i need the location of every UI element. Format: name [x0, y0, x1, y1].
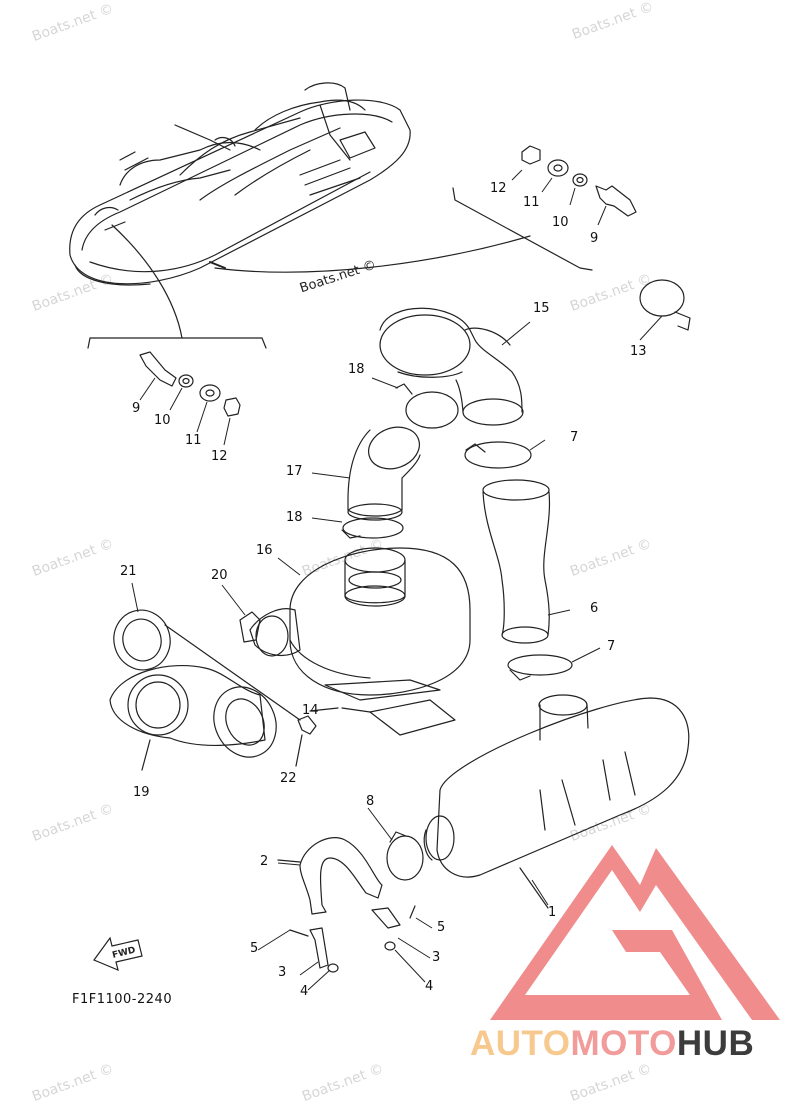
callout-9-left: 9 — [132, 401, 141, 416]
leader-bracket — [87, 337, 267, 349]
bolt-22 — [295, 715, 317, 767]
callout-4-right: 4 — [425, 979, 434, 994]
callout-7-upper: 7 — [570, 430, 579, 445]
callout-12-right: 12 — [490, 181, 507, 196]
callout-8: 8 — [366, 794, 375, 809]
callout-3-left: 3 — [278, 965, 287, 980]
callout-21: 21 — [120, 564, 137, 579]
callout-leaders — [131, 169, 663, 991]
gasket-14 — [309, 679, 456, 736]
water-box-16 — [249, 547, 471, 696]
brand-part-auto: AUTO — [470, 1024, 571, 1063]
callout-5-left: 5 — [250, 941, 259, 956]
hose-clamp-13 — [639, 279, 691, 331]
watercraft-illustration — [69, 82, 411, 286]
callout-18-lower: 18 — [286, 510, 303, 525]
leader-line — [214, 235, 531, 273]
flange-21 — [113, 609, 301, 721]
callout-17: 17 — [286, 464, 303, 479]
muffler-1 — [423, 694, 690, 909]
clamp-7-upper — [464, 441, 532, 469]
callout-4-left: 4 — [300, 984, 309, 999]
exhaust-hose-6 — [482, 479, 551, 644]
leader-bracket — [452, 187, 593, 271]
clamp-20 — [239, 611, 261, 643]
callout-12-left: 12 — [211, 449, 228, 464]
bracket-left — [289, 927, 339, 973]
bracket-right — [371, 905, 416, 951]
callout-1: 1 — [548, 905, 557, 920]
callout-19: 19 — [133, 785, 150, 800]
drawing-code: F1F1100-2240 — [72, 992, 173, 1007]
exhaust-elbow-15 — [379, 307, 524, 426]
fastener-set-left — [139, 351, 241, 417]
callout-7-lower: 7 — [607, 639, 616, 654]
callout-14: 14 — [302, 703, 319, 718]
clamp-7-lower — [507, 654, 573, 681]
callout-10-left: 10 — [154, 413, 171, 428]
callout-10-right: 10 — [552, 215, 569, 230]
clamp-8 — [386, 831, 424, 881]
fwd-arrow-icon: FWD — [93, 936, 143, 972]
callout-18-upper: 18 — [348, 362, 365, 377]
strap-2 — [277, 837, 383, 915]
fastener-set-right — [521, 145, 637, 217]
brand-part-moto: MOTO — [570, 1024, 677, 1063]
callout-6: 6 — [590, 601, 599, 616]
exhaust-outlet-19 — [109, 664, 277, 771]
callout-11-right: 11 — [523, 195, 540, 210]
callout-16: 16 — [256, 543, 273, 558]
callout-13: 13 — [630, 344, 647, 359]
callout-2: 2 — [260, 854, 269, 869]
brand-part-hub: HUB — [676, 1024, 755, 1063]
exhaust-hose-17 — [347, 426, 421, 521]
callout-22: 22 — [280, 771, 297, 786]
brand-wordmark: AUTOMOTOHUB — [470, 1024, 754, 1064]
callout-15: 15 — [533, 301, 550, 316]
automotohub-logo-icon — [490, 845, 780, 1020]
leader-line — [111, 224, 183, 339]
callout-11-left: 11 — [185, 433, 202, 448]
callout-3-right: 3 — [432, 950, 441, 965]
clamp-18-lower — [341, 517, 404, 539]
callout-9-right: 9 — [590, 231, 599, 246]
clamp-18-upper — [395, 383, 459, 429]
callout-5-right: 5 — [437, 920, 446, 935]
callout-20: 20 — [211, 568, 228, 583]
